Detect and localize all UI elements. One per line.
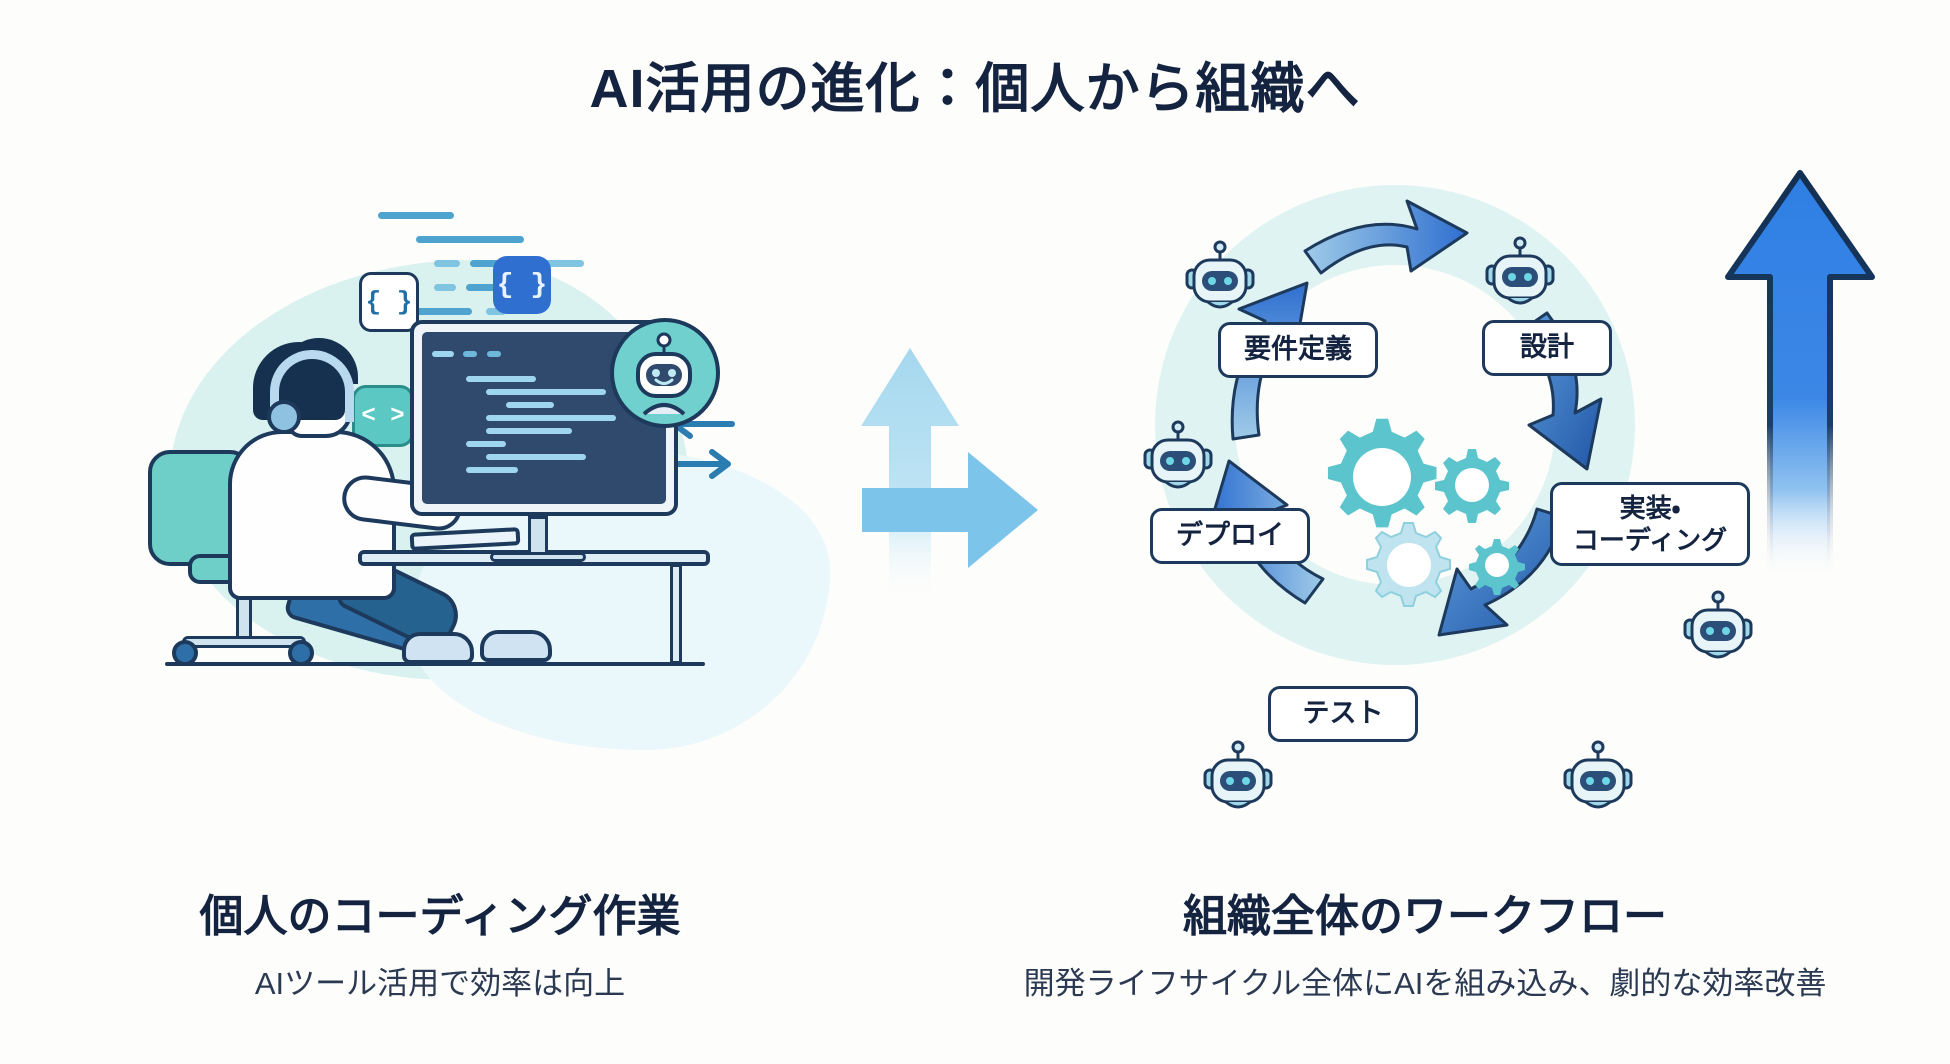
cycle-node-test[interactable]: テスト <box>1268 686 1418 742</box>
code-line <box>486 308 506 315</box>
braces-filled-icon: { } <box>493 256 551 314</box>
headphones-icon <box>270 350 354 422</box>
code-line <box>378 212 454 219</box>
left-caption-heading: 個人のコーディング作業 <box>199 892 681 941</box>
ground-line <box>165 662 705 666</box>
person-shoe <box>402 632 474 664</box>
growth-arrow-large-icon <box>1725 170 1875 582</box>
angle-brackets-icon: < > <box>352 385 414 447</box>
code-line <box>416 236 524 243</box>
node-label-line2: コーディング <box>1572 525 1728 555</box>
robot-icon <box>1185 240 1255 309</box>
monitor-stand <box>528 516 548 556</box>
assistant-bubble <box>610 318 720 428</box>
right-caption: 組織全体のワークフロー 開発ライフサイクル全体にAIを組み込み、劇的な効率改善 <box>900 880 1950 1003</box>
node-label-line1: 実装・ <box>1619 492 1681 523</box>
robot-icon <box>1683 590 1753 659</box>
badge-glyph: { } <box>496 269 548 301</box>
badge-glyph: < > <box>361 402 405 430</box>
code-line <box>434 260 460 267</box>
left-caption-subtext: AIツール活用で効率は向上 <box>254 966 626 1001</box>
cycle-node-design[interactable]: 設計 <box>1482 320 1612 376</box>
robot-icon <box>1203 740 1273 809</box>
right-caption-heading: 組織全体のワークフロー <box>1183 892 1667 941</box>
braces-outline-icon: { } <box>359 272 419 332</box>
chair-caster <box>288 640 314 666</box>
code-line <box>540 260 584 267</box>
monitor-base <box>490 552 586 562</box>
robot-icon <box>636 332 692 416</box>
transition-arrow-icon <box>862 452 1038 568</box>
robot-icon <box>1143 420 1213 489</box>
desk-leg <box>670 564 682 664</box>
page-title: AI活用の進化：個人から組織へ <box>589 59 1361 119</box>
left-caption: 個人のコーディング作業 AIツール活用で効率は向上 <box>0 880 880 1003</box>
code-line <box>434 284 456 291</box>
cycle-node-requirements[interactable]: 要件定義 <box>1218 322 1378 378</box>
right-caption-subtext: 開発ライフサイクル全体にAIを組み込み、劇的な効率改善 <box>1023 966 1827 1001</box>
node-label: テスト <box>1302 698 1384 729</box>
cycle-node-deploy[interactable]: デプロイ <box>1150 508 1310 564</box>
code-line <box>416 308 472 315</box>
node-label: 設計 <box>1520 332 1574 363</box>
cycle-node-implementation[interactable]: 実装・ コーディング <box>1550 482 1750 566</box>
badge-glyph: { } <box>365 287 413 317</box>
node-label: 要件定義 <box>1244 334 1352 365</box>
person-shoe <box>480 630 552 662</box>
robot-icon <box>1563 740 1633 809</box>
headphone-earcup <box>267 400 301 434</box>
growth-arrow-small-icon <box>861 348 959 602</box>
gears-icon <box>1327 418 1525 607</box>
robot-icon <box>1485 236 1555 305</box>
node-label: デプロイ <box>1176 520 1284 551</box>
chair-base <box>182 636 306 648</box>
left-illustration-panel: { } { } < > <box>110 150 959 850</box>
